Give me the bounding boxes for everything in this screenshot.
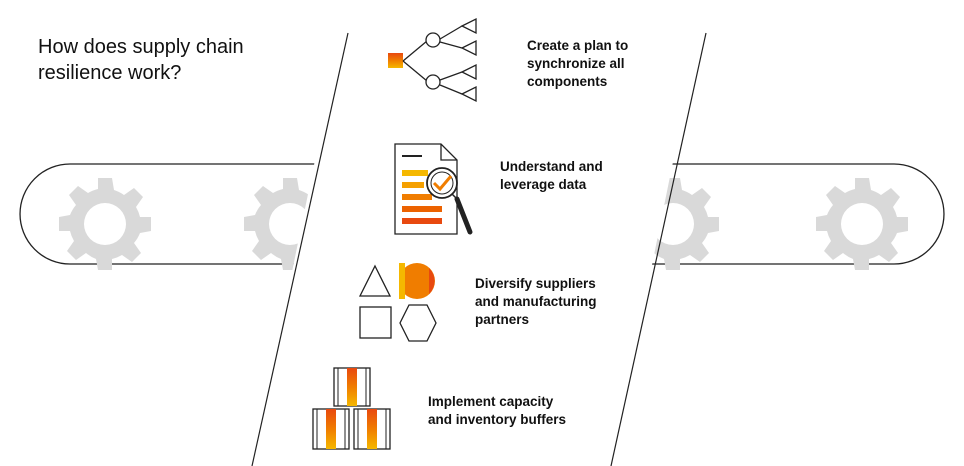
document-magnifier-icon (394, 143, 473, 235)
step-label-line: and manufacturing (475, 294, 597, 309)
step-label-line: leverage data (500, 177, 587, 192)
step-label-line: partners (475, 312, 530, 327)
step-label-line: and inventory buffers (428, 412, 567, 427)
left-conveyor-belt (19, 163, 348, 270)
gear-icon (627, 178, 719, 270)
gear-icon (816, 178, 908, 270)
gear-icon (59, 178, 151, 270)
step-label-line: components (527, 74, 608, 89)
step-label-line: Create a plan to (527, 38, 629, 53)
right-divider-line (610, 32, 707, 466)
stacked-boxes-icon (312, 367, 391, 450)
step-label-line: synchronize all (527, 56, 625, 71)
gear-icon (244, 178, 336, 270)
step-label-line: Understand and (500, 159, 603, 174)
title-line: resilience work? (38, 62, 182, 84)
title-line: How does supply chain (38, 36, 244, 58)
left-divider-line (251, 32, 349, 466)
decision-tree-icon (388, 17, 477, 103)
step-label-line: Diversify suppliers (475, 276, 596, 291)
step-label-data: Understand and leverage data (500, 158, 603, 194)
step-label-line: Implement capacity (428, 394, 554, 409)
page-title: How does supply chain resilience work? (38, 34, 338, 86)
right-conveyor-belt (611, 163, 945, 270)
shapes-icon (358, 263, 437, 342)
step-label-suppliers: Diversify suppliers and manufacturing pa… (475, 275, 597, 329)
step-label-plan: Create a plan to synchronize all compone… (527, 37, 628, 91)
step-label-buffers: Implement capacity and inventory buffers (428, 393, 566, 429)
